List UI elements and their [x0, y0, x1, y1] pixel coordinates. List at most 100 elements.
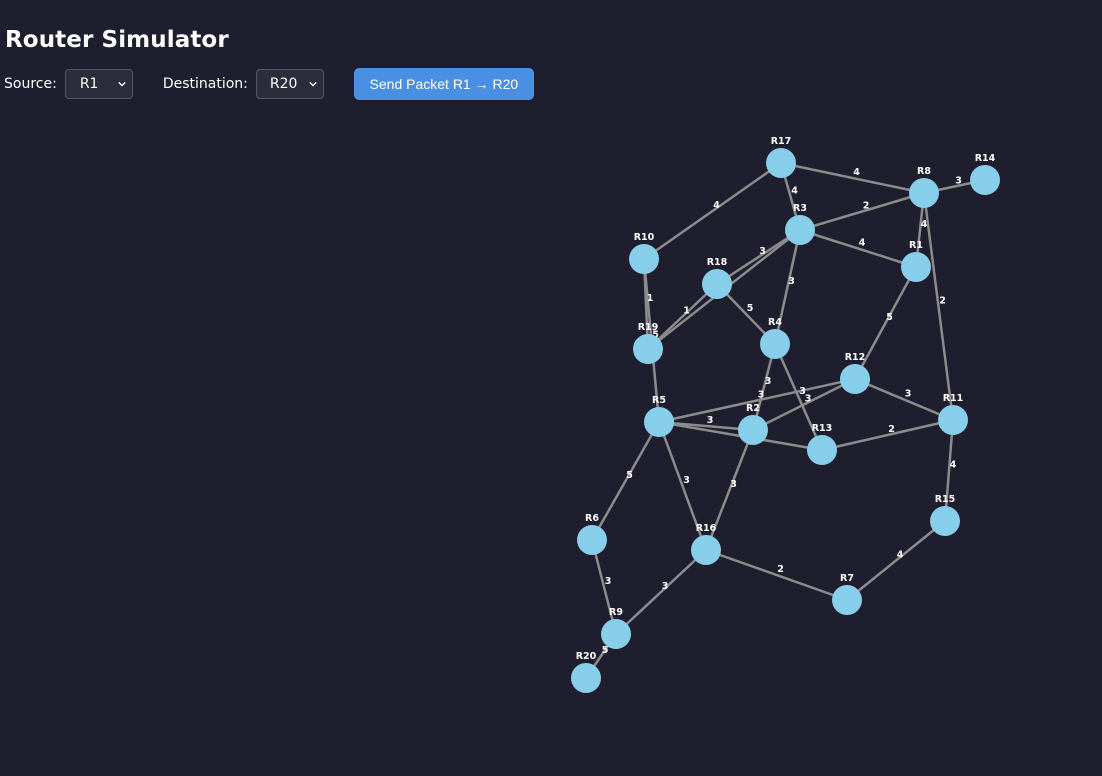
link-weight-label: 2 — [888, 424, 895, 435]
router-node-r12[interactable]: R12 — [840, 352, 870, 394]
destination-select[interactable]: R20 — [255, 69, 324, 99]
router-circle[interactable] — [938, 405, 968, 435]
link-weight-label: 5 — [626, 470, 633, 481]
link-weight-label: 3 — [758, 390, 765, 401]
link-weight-label: 5 — [602, 645, 609, 656]
link-weight-label: 4 — [950, 460, 957, 471]
link-r12-r2 — [752, 377, 856, 432]
link-r1-r12 — [853, 266, 918, 380]
link-r12-r11 — [854, 377, 954, 422]
router-node-r6[interactable]: R6 — [577, 513, 607, 555]
link-weight-label: 3 — [605, 576, 612, 587]
router-node-r7[interactable]: R7 — [832, 573, 862, 615]
link-r5-r2 — [658, 420, 754, 432]
link-weight-label: 3 — [683, 475, 690, 486]
link-r11-r15 — [943, 419, 955, 522]
page-title: Router Simulator — [5, 27, 229, 53]
router-circle[interactable] — [766, 148, 796, 178]
router-circle[interactable] — [577, 525, 607, 555]
router-node-r16[interactable]: R16 — [691, 523, 721, 565]
router-node-r11[interactable]: R11 — [938, 393, 968, 435]
router-circle[interactable] — [601, 619, 631, 649]
link-r2-r16 — [704, 429, 755, 551]
router-label: R9 — [609, 607, 623, 618]
link-r3-r1 — [799, 228, 917, 269]
link-r5-r16 — [657, 421, 708, 551]
link-weight-label: 4 — [713, 200, 720, 211]
link-r16-r7 — [705, 548, 848, 602]
router-circle[interactable] — [738, 415, 768, 445]
link-weight-label: 1 — [647, 293, 654, 304]
source-select-value: R1 — [79, 76, 99, 92]
router-circle[interactable] — [691, 535, 721, 565]
router-node-r15[interactable]: R15 — [930, 494, 960, 536]
link-weight-label: 4 — [921, 219, 928, 230]
link-weight-label: 4 — [791, 186, 798, 197]
link-r16-r9 — [615, 549, 707, 635]
router-label: R5 — [652, 395, 666, 406]
router-node-r14[interactable]: R14 — [970, 153, 1000, 195]
controls-bar: Source: R1 Destination: R20 Send Packet … — [4, 68, 534, 100]
router-circle[interactable] — [571, 663, 601, 693]
link-weight-label: 2 — [863, 201, 870, 212]
link-weight-label: 1 — [683, 306, 690, 317]
router-node-r17[interactable]: R17 — [766, 136, 796, 178]
router-node-r4[interactable]: R4 — [760, 317, 790, 359]
router-node-r13[interactable]: R13 — [807, 423, 837, 465]
router-node-r5[interactable]: R5 — [644, 395, 674, 437]
link-weight-label: 4 — [853, 167, 860, 178]
router-node-r2[interactable]: R2 — [738, 403, 768, 445]
router-circle[interactable] — [840, 364, 870, 394]
link-weight-label: 3 — [799, 386, 806, 397]
router-label: R15 — [935, 494, 956, 505]
router-label: R6 — [585, 513, 599, 524]
router-circle[interactable] — [807, 435, 837, 465]
router-node-r8[interactable]: R8 — [909, 166, 939, 208]
router-label: R8 — [917, 166, 931, 177]
router-circle[interactable] — [930, 506, 960, 536]
destination-select-value: R20 — [269, 76, 298, 92]
router-label: R7 — [840, 573, 854, 584]
router-label: R18 — [707, 257, 728, 268]
chevron-down-icon — [118, 81, 126, 87]
router-label: R14 — [975, 153, 996, 164]
router-circle[interactable] — [970, 165, 1000, 195]
router-circle[interactable] — [832, 585, 862, 615]
link-weight-label: 3 — [805, 394, 812, 405]
link-weight-label: 3 — [730, 479, 737, 490]
router-node-r3[interactable]: R3 — [785, 203, 815, 245]
link-weight-label: 4 — [897, 550, 904, 561]
router-node-r1[interactable]: R1 — [901, 240, 931, 282]
router-circle[interactable] — [633, 334, 663, 364]
send-packet-button[interactable]: Send Packet R1 → R20 — [353, 68, 534, 100]
router-node-r10[interactable]: R10 — [629, 232, 659, 274]
router-label: R1 — [909, 240, 923, 251]
link-r4-r13 — [773, 343, 824, 451]
router-label: R11 — [943, 393, 964, 404]
router-circle[interactable] — [909, 178, 939, 208]
router-circle[interactable] — [901, 252, 931, 282]
router-circle[interactable] — [785, 215, 815, 245]
router-circle[interactable] — [760, 329, 790, 359]
router-circle[interactable] — [702, 269, 732, 299]
nodes-layer: R1R2R3R4R5R6R7R8R9R10R11R12R13R14R15R16R… — [571, 136, 1000, 693]
link-r18-r19 — [647, 283, 718, 350]
router-node-r18[interactable]: R18 — [702, 257, 732, 299]
link-weight-label: 5 — [652, 330, 659, 341]
link-r5-r6 — [590, 421, 661, 541]
router-node-r9[interactable]: R9 — [601, 607, 631, 649]
router-label: R20 — [576, 651, 597, 662]
link-r17-r10 — [643, 161, 782, 261]
link-weight-label: 3 — [759, 246, 766, 257]
router-node-r20[interactable]: R20 — [571, 651, 601, 693]
router-circle[interactable] — [629, 244, 659, 274]
link-weight-label: 3 — [955, 176, 962, 187]
source-select[interactable]: R1 — [64, 69, 133, 99]
router-label: R2 — [746, 403, 760, 414]
router-node-r19[interactable]: R19 — [633, 322, 663, 364]
router-circle[interactable] — [644, 407, 674, 437]
chevron-down-icon — [309, 81, 317, 87]
link-weight-label: 5 — [886, 312, 893, 323]
router-label: R4 — [768, 317, 782, 328]
